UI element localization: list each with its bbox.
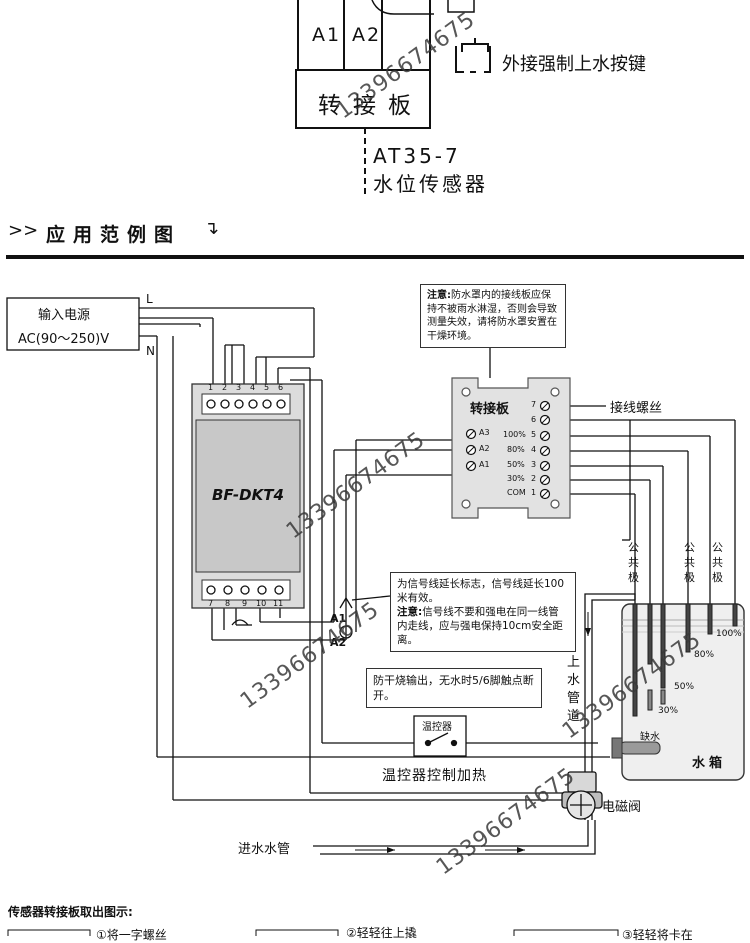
waterproof-note: 注意:防水罩内的接线板应保持不被雨水淋湿，否则会导致测量失效，请将防水罩安置在干… xyxy=(420,284,566,348)
adapter-num-3: 3 xyxy=(531,460,537,469)
controller-model: BF-DKT4 xyxy=(212,486,284,504)
section-prefix: >> xyxy=(8,220,39,241)
power-spec: AC(90～250)V xyxy=(18,332,110,347)
top-adapter-label: 转接板 xyxy=(318,93,423,119)
wiring xyxy=(139,307,736,855)
thermostat-label: 温控器 xyxy=(422,722,452,733)
tank-level-100: 100% xyxy=(716,629,742,639)
solenoid-valve-shape xyxy=(561,771,603,820)
terminal-11: 11 xyxy=(273,599,284,608)
waterproof-note-title: 注意: xyxy=(427,290,451,301)
adapter-num-7: 7 xyxy=(531,400,537,409)
thermostat-caption: 温控器控制加热 xyxy=(382,768,487,784)
top-partial-diagram xyxy=(295,0,491,195)
external-button-label: 外接强制上水按键 xyxy=(502,54,646,75)
terminal-6: 6 xyxy=(278,383,284,392)
adapter-board-title: 转接板 xyxy=(470,402,510,417)
bottom-step1: ①将一字螺丝 xyxy=(96,928,167,942)
adapter-num-4: 4 xyxy=(531,445,537,454)
inlet-label: 进水水管 xyxy=(238,842,291,857)
terminal-8: 8 xyxy=(225,599,231,608)
adapter-num-5: 5 xyxy=(531,430,537,439)
wire-a1-label: A1 xyxy=(330,612,347,625)
screw-label: 接线螺丝 xyxy=(610,401,663,416)
power-title: 输入电源 xyxy=(38,308,91,323)
adapter-num-2: 2 xyxy=(531,474,537,483)
common-electrode-2: 公共极 xyxy=(684,541,695,584)
dryburn-note: 防干烧输出，无水时5/6脚触点断开。 xyxy=(366,668,542,708)
adapter-terminal-a3: A3 xyxy=(479,428,490,437)
adapter-terminal-a1: A1 xyxy=(479,460,490,469)
tank-level-80: 80% xyxy=(694,650,715,660)
signal-note-text: 信号线不要和强电在同一线管内走线，应与强电保持10cm安全距离。 xyxy=(397,606,563,646)
signal-note-title: 注意: xyxy=(397,606,423,618)
tank-level-50: 50% xyxy=(674,682,695,692)
bottom-step2: ②轻轻往上撬 xyxy=(346,926,417,940)
adapter-terminal-a2: A2 xyxy=(479,444,490,453)
tank-level-30: 30% xyxy=(658,706,679,716)
valve-label: 电磁阀 xyxy=(602,800,642,815)
terminal-7: 7 xyxy=(208,599,214,608)
section-title: 应用范例图 xyxy=(46,224,182,246)
power-n-label: N xyxy=(146,344,155,358)
power-l-label: L xyxy=(146,292,153,306)
waterproof-note-text: 防水罩内的接线板应保持不被雨水淋湿，否则会导致测量失效，请将防水罩安置在干燥环境… xyxy=(427,290,557,342)
adapter-num-1: 1 xyxy=(531,488,537,497)
dryburn-note-text: 防干烧输出，无水时5/6脚触点断开。 xyxy=(373,674,534,702)
inlet-pipe-vertical-label: 上水管道 xyxy=(567,655,581,724)
bottom-title: 传感器转接板取出图示: xyxy=(8,905,133,919)
controller-box xyxy=(191,383,305,609)
adapter-num-6: 6 xyxy=(531,415,537,424)
terminal-1: 1 xyxy=(208,383,214,392)
sensor-name: 水位传感器 xyxy=(373,172,488,196)
tank-low-water: 缺水 xyxy=(640,732,660,743)
section-suffix-icon: ↴ xyxy=(204,218,220,239)
water-tank-shape xyxy=(611,603,745,781)
bottom-step3: ③轻轻将卡在 xyxy=(622,928,693,942)
top-a2-label: A2 xyxy=(352,24,382,46)
adapter-label-com: COM xyxy=(507,488,526,497)
wire-a2-label: A2 xyxy=(330,636,347,649)
section-rule xyxy=(6,255,744,259)
adapter-label-30: 30% xyxy=(507,474,525,483)
signal-note-line1: 为信号线延长标志，信号线延长100米有效。 xyxy=(397,578,565,604)
terminal-9: 9 xyxy=(242,599,248,608)
top-a1-label: A1 xyxy=(312,24,342,46)
terminal-5: 5 xyxy=(264,383,270,392)
signal-note: 为信号线延长标志，信号线延长100米有效。 注意:信号线不要和强电在同一线管内走… xyxy=(390,572,576,652)
terminal-3: 3 xyxy=(236,383,242,392)
sensor-model: AT35-7 xyxy=(373,144,461,168)
tank-title: 水箱 xyxy=(692,756,727,771)
terminal-2: 2 xyxy=(222,383,228,392)
adapter-label-100: 100% xyxy=(503,430,526,439)
terminal-4: 4 xyxy=(250,383,256,392)
adapter-label-50: 50% xyxy=(507,460,525,469)
adapter-label-80: 80% xyxy=(507,445,525,454)
thermostat-shape xyxy=(413,715,467,757)
common-electrode-1: 公共极 xyxy=(628,541,639,584)
adapter-board-shape xyxy=(451,377,571,519)
common-electrode-3: 公共极 xyxy=(712,541,723,584)
terminal-10: 10 xyxy=(256,599,267,608)
signal-extension-marks xyxy=(339,595,391,639)
